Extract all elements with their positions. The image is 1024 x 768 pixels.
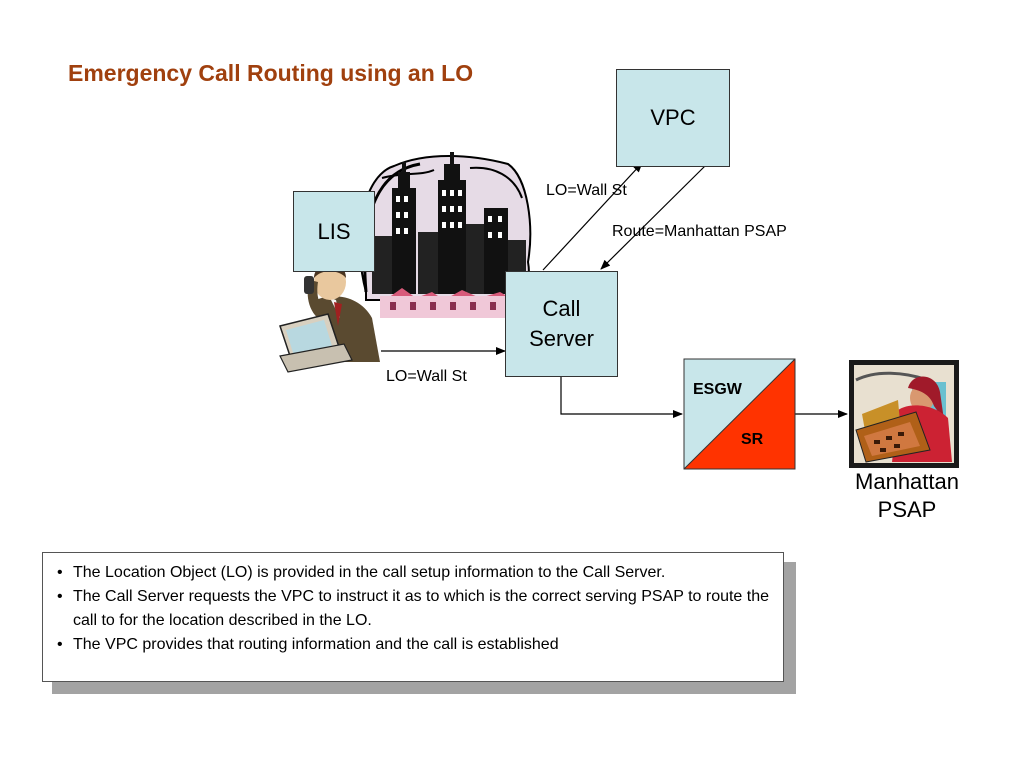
note-text: The VPC provides that routing informatio… [73, 636, 559, 653]
lo-to-vpc-label: LO=Wall St [546, 182, 627, 199]
note-item: • The VPC provides that routing informat… [53, 633, 773, 657]
lis-node: LIS [293, 191, 375, 272]
vpc-label: VPC [650, 105, 696, 130]
vpc-node: VPC [616, 69, 730, 167]
notes-box: • The Location Object (LO) is provided i… [42, 552, 784, 682]
notes-list: • The Location Object (LO) is provided i… [53, 561, 773, 657]
note-bullet: • [57, 564, 63, 581]
note-text: The Call Server requests the VPC to inst… [73, 588, 770, 629]
page-title: Emergency Call Routing using an LO [68, 60, 474, 86]
route-label: Route=Manhattan PSAP [612, 223, 787, 240]
lis-label: LIS [317, 218, 351, 244]
psap-operator-icon [849, 360, 959, 468]
esgw-sr-node [683, 358, 796, 470]
note-bullet: • [57, 636, 63, 653]
note-item: • The Call Server requests the VPC to in… [53, 585, 773, 633]
call-edge-to-esgw [560, 375, 683, 418]
note-item: • The Location Object (LO) is provided i… [53, 561, 773, 585]
call-server-label: Call Server [529, 296, 594, 351]
route-edge-from-vpc [600, 165, 706, 270]
lo-to-call-server-label: LO=Wall St [386, 368, 467, 385]
esgw-label: ESGW [693, 381, 742, 398]
note-bullet: • [57, 588, 63, 605]
call-server-node: Call Server [505, 271, 618, 377]
sr-label: SR [741, 431, 764, 448]
lo-edge-to-vpc [542, 162, 643, 271]
psap-label: Manhattan PSAP [855, 469, 959, 522]
note-text: The Location Object (LO) is provided in … [73, 564, 666, 581]
city-skyline-icon [358, 152, 532, 318]
